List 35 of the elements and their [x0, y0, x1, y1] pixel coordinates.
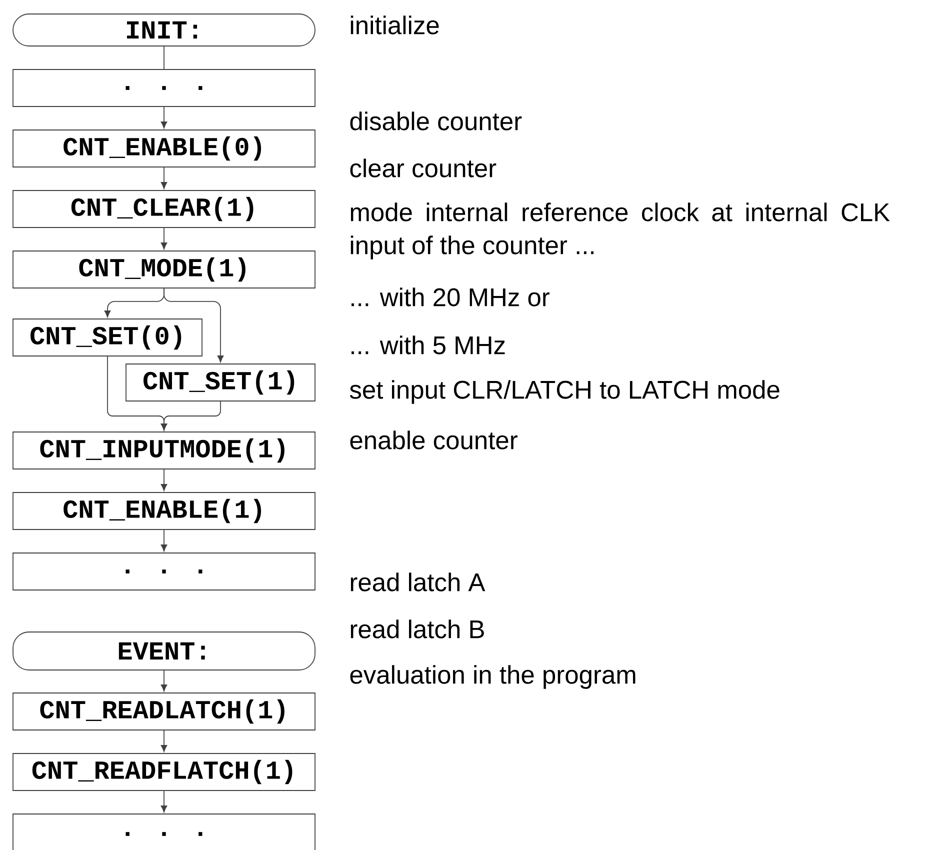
arrow	[160, 228, 168, 250]
arrow	[160, 530, 168, 552]
start-terminal: EVENT:	[12, 632, 316, 670]
note-text: disable counter	[350, 112, 522, 130]
arrow	[160, 469, 168, 491]
arrow	[160, 401, 221, 430]
process-box: . . .	[12, 69, 316, 107]
process-box: CNT_READLATCH(1)	[12, 692, 316, 730]
note-text: clear counter	[350, 158, 496, 178]
process-box: CNT_SET(1)	[126, 364, 316, 402]
note-text: ... with 5 MHz	[352, 336, 505, 354]
note-text: evaluation in the program	[350, 665, 636, 689]
process-box: . . .	[12, 814, 316, 850]
arrow	[160, 106, 168, 128]
process-box: CNT_CLEAR(1)	[12, 190, 316, 228]
note-text: set input CLR/LATCH to LATCH mode	[350, 380, 780, 404]
arrow	[164, 288, 224, 362]
process-box: CNT_ENABLE(1)	[12, 492, 316, 530]
arrow	[160, 670, 168, 692]
process-box: CNT_INPUTMODE(1)	[12, 432, 316, 470]
arrow	[160, 790, 168, 812]
note-text: enable counter	[350, 430, 518, 450]
note-text: initialize	[350, 16, 439, 34]
arrow	[160, 730, 168, 752]
note-text: read latch A	[350, 572, 486, 592]
start-terminal: INIT:	[12, 14, 316, 46]
process-box: CNT_ENABLE(0)	[12, 130, 316, 168]
arrow	[160, 167, 168, 189]
process-box: CNT_SET(0)	[12, 318, 202, 356]
note-text: ... with 20 MHz or	[352, 288, 550, 306]
process-box: . . .	[12, 552, 316, 590]
note-text: read latch B	[350, 620, 484, 638]
note-text: mode internal reference clock at internal CLK input of the counter ...	[350, 202, 890, 260]
process-box: CNT_READFLATCH(1)	[12, 753, 316, 791]
process-box: CNT_MODE(1)	[12, 250, 316, 288]
